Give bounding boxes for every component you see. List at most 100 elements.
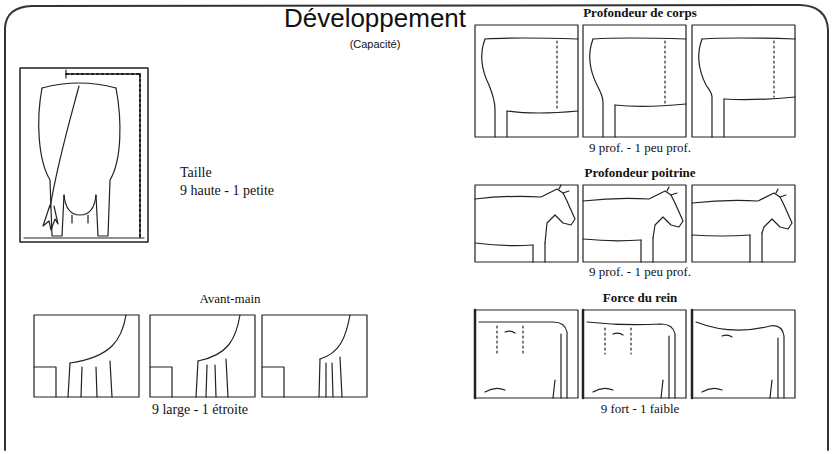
- body-depth-panel-stroke: [556, 41, 557, 111]
- height-figure-stroke: [43, 205, 58, 230]
- chest-depth-panel-stroke: [583, 239, 641, 241]
- front-width-panel: [150, 315, 255, 397]
- body-depth-panel-stroke: [507, 111, 578, 113]
- loin-strength-panel-stroke: [475, 310, 578, 398]
- chest-depth-panel: [475, 185, 578, 262]
- front-width-panel-stroke: [196, 359, 228, 397]
- height-figure-stroke: [96, 88, 120, 236]
- scale-label: 9 haute - 1 petite: [180, 183, 274, 199]
- height-figure-stroke: [50, 86, 79, 208]
- body-depth-panel-stroke: [699, 39, 712, 137]
- page-border: [5, 5, 828, 450]
- subtitle: (Capacité): [350, 38, 401, 51]
- height-figure-stroke: [24, 237, 144, 238]
- height-figure-stroke: [39, 88, 64, 236]
- loin-strength-panel-stroke: [593, 333, 623, 392]
- height-figure-stroke: [72, 215, 88, 223]
- chest-depth-panel-stroke: [559, 185, 569, 193]
- front-width-panel-stroke: [262, 367, 284, 397]
- loin-strength-panel-stroke: [661, 336, 669, 398]
- loin-strength-panel: [692, 310, 795, 398]
- chest-depth-panel-stroke: [475, 189, 575, 243]
- body-depth-panel-stroke: [614, 105, 615, 137]
- height-figure-stroke: [65, 70, 66, 78]
- trait-name: Taille: [180, 165, 212, 181]
- chest-depth-panel: [692, 185, 795, 262]
- chest-depth-panel-stroke: [750, 233, 762, 262]
- front-width-panel-stroke: [34, 367, 56, 397]
- body-depth-panel-stroke: [583, 25, 686, 137]
- chest-depth-panel: [583, 185, 686, 262]
- loin-strength-panel-stroke: [770, 338, 778, 398]
- chest-depth-panel-stroke: [776, 189, 786, 197]
- front-width-panel: [34, 315, 139, 397]
- chest-depth-panel-stroke: [692, 185, 795, 262]
- loin-strength-panel-stroke: [605, 328, 631, 354]
- loin-strength-panel-stroke: [497, 326, 523, 354]
- loin-strength-panel-stroke: [587, 322, 675, 398]
- trait-name: Avant-main: [199, 292, 260, 307]
- body-depth-panel-stroke: [590, 39, 603, 137]
- front-width-panel-stroke: [198, 315, 240, 361]
- height-figure-stroke: [20, 68, 148, 242]
- body-depth-panel-stroke: [593, 38, 686, 39]
- chest-depth-panel-stroke: [475, 243, 533, 246]
- body-depth-panel-stroke: [664, 41, 665, 104]
- diagram-title: Développement: [284, 4, 466, 34]
- loin-strength-panel-stroke: [696, 322, 784, 398]
- front-width-panel-stroke: [320, 315, 350, 359]
- body-depth-panel: [583, 25, 686, 137]
- trait-name: Profondeur poitrine: [584, 166, 695, 181]
- loin-strength-panel: [583, 310, 686, 398]
- front-width-panel-stroke: [262, 315, 367, 397]
- loin-strength-panel-stroke: [583, 310, 686, 398]
- chest-depth-panel-stroke: [667, 187, 677, 195]
- height-figure: [20, 68, 148, 242]
- body-depth-panel: [475, 25, 578, 137]
- loin-strength-panel-stroke: [553, 334, 561, 398]
- chest-depth-panel-stroke: [475, 185, 578, 262]
- loin-strength-panel: [475, 310, 578, 398]
- loin-strength-panel-stroke: [582, 310, 585, 398]
- body-depth-panel: [692, 25, 795, 137]
- front-width-panel-stroke: [150, 315, 255, 397]
- body-depth-panel-stroke: [615, 104, 686, 106]
- body-depth-panel-stroke: [485, 38, 578, 39]
- front-width-panel-stroke: [34, 315, 139, 397]
- loin-strength-panel-stroke: [479, 322, 567, 398]
- loin-strength-panel-stroke: [485, 331, 515, 392]
- loin-strength-panel-stroke: [474, 310, 477, 398]
- chest-depth-panel-stroke: [533, 243, 545, 262]
- height-figure-stroke: [64, 195, 96, 215]
- scale-label: 9 prof. - 1 peu prof.: [589, 141, 691, 156]
- body-depth-panel-stroke: [475, 25, 578, 137]
- chest-depth-panel-stroke: [692, 235, 750, 236]
- body-depth-panel-stroke: [482, 39, 495, 137]
- scale-label: 9 prof. - 1 peu prof.: [589, 265, 691, 280]
- loin-strength-panel-stroke: [691, 310, 694, 398]
- body-depth-panel-stroke: [506, 111, 507, 137]
- height-figure-stroke: [66, 74, 140, 238]
- chest-depth-panel-stroke: [583, 191, 683, 238]
- front-width-panel-stroke: [319, 357, 342, 397]
- body-depth-panel-stroke: [692, 25, 795, 137]
- chest-depth-panel-stroke: [641, 238, 653, 262]
- front-width-panel-stroke: [68, 361, 112, 397]
- front-width-panel-stroke: [70, 315, 126, 363]
- trait-name: Force du rein: [603, 291, 678, 306]
- page-border-stroke: [5, 5, 828, 450]
- scale-label: 9 large - 1 étroite: [152, 402, 248, 418]
- loin-strength-panel-stroke: [692, 310, 795, 398]
- chest-depth-panel-stroke: [692, 193, 792, 233]
- front-width-panel: [262, 315, 367, 397]
- body-depth-panel-stroke: [773, 41, 774, 97]
- front-width-panel-stroke: [150, 367, 172, 397]
- chest-depth-panel-stroke: [583, 185, 686, 262]
- body-depth-panel-stroke: [724, 97, 795, 100]
- body-depth-panel-stroke: [723, 99, 724, 137]
- scale-label: 9 fort - 1 faible: [601, 402, 680, 417]
- loin-strength-panel-stroke: [702, 335, 732, 392]
- body-depth-panel-stroke: [702, 38, 795, 39]
